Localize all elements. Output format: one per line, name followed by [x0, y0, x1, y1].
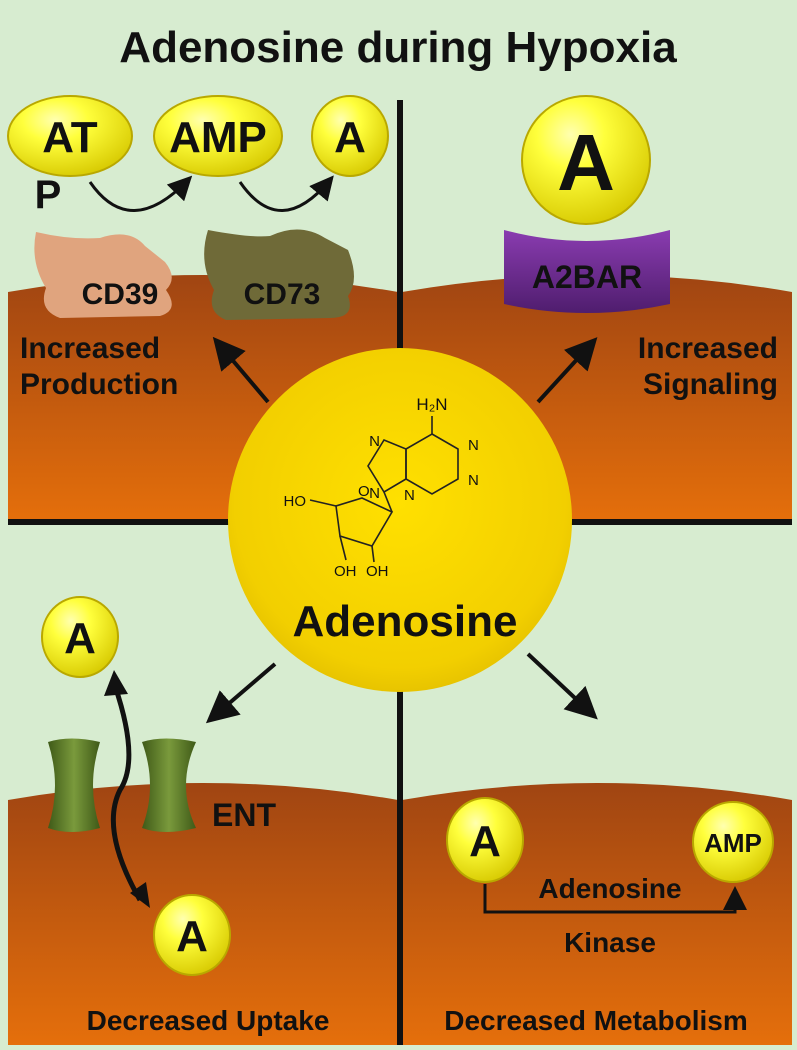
adenosine-label-signaling: A	[557, 118, 615, 207]
adenosine-label-extracellular: A	[64, 614, 96, 663]
adenosine-molecule-production	[311, 95, 389, 177]
production-caption-line1: Increased	[20, 332, 160, 365]
amine-label: H₂N	[416, 395, 447, 414]
oh-label-2: OH	[366, 563, 389, 580]
arrow-to-metabolism	[526, 652, 598, 720]
n-label-1: N	[468, 437, 479, 454]
metabolism-quadrant: A AMP Adenosine Kinase Decreased Metabol…	[444, 797, 774, 1036]
adenosine-label-metabolism: A	[469, 817, 501, 866]
signaling-caption-line2: Signaling	[643, 368, 778, 401]
adenosine-molecule-signaling	[521, 95, 651, 225]
ent-transporter-left	[48, 738, 100, 832]
oh-label-1: OH	[334, 563, 357, 580]
arrow-to-production	[212, 336, 270, 404]
ring-oxygen-label: O	[358, 483, 370, 500]
oh-bond-2	[371, 545, 375, 563]
signaling-caption-line1: Increased	[638, 332, 778, 365]
signaling-quadrant: A A2BAR Increased Signaling	[504, 95, 778, 401]
cd73-label: CD73	[244, 278, 321, 311]
n-label-5: N	[404, 487, 415, 504]
adenosine-structure	[309, 416, 459, 563]
a2bar-receptor	[504, 230, 670, 313]
amp-molecule	[153, 95, 283, 177]
uptake-arrowhead-up	[104, 670, 128, 696]
adenosine-center-label: Adenosine	[293, 597, 518, 646]
ribose-ring	[335, 497, 394, 547]
n-label-2: N	[468, 472, 479, 489]
ho-label: HO	[284, 493, 307, 510]
n-label-3: N	[369, 433, 380, 450]
adenosine-center-circle	[228, 348, 572, 692]
uptake-quadrant: A ENT A Decreased Uptake	[41, 596, 330, 1036]
amp-label-metabolism: AMP	[704, 828, 762, 858]
adenosine-label-production: A	[334, 113, 366, 162]
uptake-caption: Decreased Uptake	[87, 1005, 330, 1036]
adenosine-molecule-metabolism	[446, 797, 524, 883]
atp-label-p: P	[35, 173, 62, 217]
atp-label: AT	[42, 113, 98, 162]
arrow-to-uptake	[205, 662, 277, 724]
ent-transporter-right	[142, 738, 196, 832]
arrow-to-signaling	[536, 337, 598, 404]
cd73-reaction-arrow	[238, 175, 334, 212]
adenosine-label-intracellular: A	[176, 912, 208, 961]
amp-label: AMP	[169, 113, 267, 162]
structure-labels: H₂N N N N N N O HO OH OH	[284, 395, 479, 580]
cd73-enzyme	[204, 229, 354, 320]
n-label-4: N	[369, 485, 380, 502]
ent-label: ENT	[212, 797, 276, 833]
glycosidic-bond	[383, 491, 393, 513]
diagram-title: Adenosine during Hypoxia	[119, 23, 677, 72]
uptake-arrowhead-down	[130, 882, 150, 908]
production-caption-line2: Production	[20, 368, 178, 401]
cd39-reaction-arrow	[88, 175, 193, 212]
amp-molecule-metabolism	[692, 801, 774, 883]
adenosine-molecule-intracellular	[153, 894, 231, 976]
hydroxymethyl-bond	[309, 499, 337, 507]
purine-five-ring	[367, 439, 407, 494]
oh-bond-1	[339, 535, 347, 561]
cd39-enzyme	[34, 232, 172, 318]
production-quadrant: AT P AMP A CD39 CD73 Increased Productio…	[7, 95, 389, 401]
a2bar-label: A2BAR	[532, 259, 642, 295]
kinase-label-line2: Kinase	[564, 927, 656, 958]
kinase-reaction-arrow	[483, 884, 747, 914]
uptake-bidirectional-arrow	[110, 685, 143, 902]
cd39-label: CD39	[82, 278, 159, 311]
atp-molecule	[7, 95, 133, 177]
adenosine-molecule-extracellular	[41, 596, 119, 678]
metabolism-caption: Decreased Metabolism	[444, 1005, 747, 1036]
kinase-label-line1: Adenosine	[538, 873, 681, 904]
